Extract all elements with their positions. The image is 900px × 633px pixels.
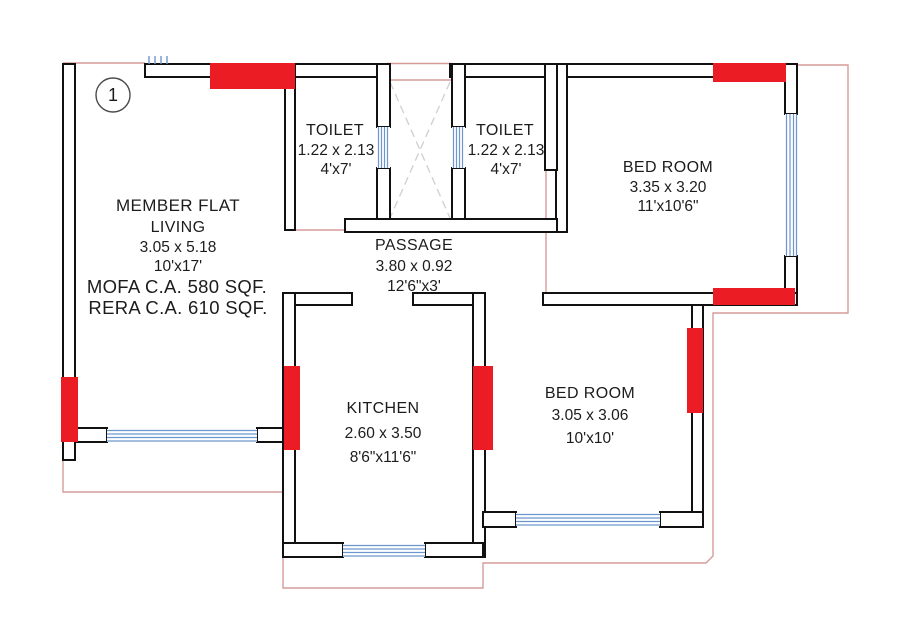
passage-dim-m: 3.80 x 0.92 [376, 258, 453, 275]
main-entrance-door-block [210, 63, 295, 89]
wall-living-south-left [74, 427, 108, 443]
shaft-diagonal [389, 81, 451, 219]
wall-bedroom1-east-upper [784, 63, 798, 115]
bedroom1-label: BED ROOM 3.35 x 3.20 11'x10'6" [623, 159, 713, 215]
toilet1-label: TOILET 1.22 x 2.13 4'x7' [298, 122, 375, 178]
passage-dim-ft: 12'6"x3' [387, 278, 441, 295]
vent-ticks-top-left [148, 56, 168, 64]
kitchen-label: KITCHEN 2.60 x 3.50 8'6"x11'6" [345, 400, 422, 466]
window-bedroom1-east [785, 114, 798, 256]
bedroom2-name: BED ROOM [545, 385, 635, 402]
wall-toilets-south [344, 218, 558, 233]
living-dim-m: 3.05 x 5.18 [140, 239, 217, 256]
bedroom2-dim-ft: 10'x10' [566, 430, 614, 447]
unit-number-text: 1 [108, 85, 118, 105]
bedroom1-ne-block [713, 63, 786, 82]
window-glass [452, 127, 465, 168]
wall-bedroom2-south-right [659, 511, 704, 528]
window-glass [516, 513, 660, 526]
unit-number-marker: 1 [95, 77, 131, 113]
wall-kitchen-south-left [282, 542, 344, 558]
toilet1-dim-ft: 4'x7' [321, 161, 352, 178]
toilet2-dim-ft: 4'x7' [491, 161, 522, 178]
window-toilet2-shaft [452, 127, 465, 168]
wall-toilet2-west-upper [451, 63, 466, 128]
living-room-label: MEMBER FLAT LIVING 3.05 x 5.18 10'x17' M… [87, 196, 267, 318]
window-glass [107, 429, 257, 442]
kitchen-east-block [473, 366, 493, 450]
passage-name: PASSAGE [375, 237, 453, 254]
kitchen-name: KITCHEN [346, 400, 419, 417]
window-glass [377, 127, 390, 168]
toilet2-name: TOILET [476, 122, 534, 139]
window-toilet1-shaft [377, 127, 390, 168]
toilet2-dim-m: 1.22 x 2.13 [468, 142, 545, 159]
duct-shaft-cross [389, 81, 451, 219]
window-bedroom2-south [516, 513, 660, 526]
bedroom2-dim-m: 3.05 x 3.06 [552, 407, 629, 424]
toilet1-name: TOILET [306, 122, 364, 139]
bedroom1-se-block [713, 288, 795, 305]
bedroom2-east-block [687, 328, 703, 413]
bedroom1-dim-ft: 11'x10'6" [637, 198, 698, 215]
bedroom2-label: BED ROOM 3.05 x 3.06 10'x10' [545, 385, 635, 447]
windows [107, 56, 798, 557]
kitchen-west-block [284, 366, 300, 450]
wall-toilet2-west-lower [451, 167, 466, 221]
shaft-diagonal [389, 81, 451, 219]
window-living-south [107, 429, 257, 442]
bedroom1-name: BED ROOM [623, 159, 713, 176]
passage-label: PASSAGE 3.80 x 0.92 12'6"x3' [375, 237, 453, 295]
living-name: LIVING [151, 219, 206, 236]
wall-toilet1-east-upper [376, 63, 391, 128]
wall-living-west [62, 63, 76, 461]
wall-living-south-right [256, 427, 284, 443]
toilet1-dim-m: 1.22 x 2.13 [298, 142, 375, 159]
unit-number-circle [95, 77, 131, 113]
wall-toilet2-east [544, 63, 558, 171]
toilet2-label: TOILET 1.22 x 2.13 4'x7' [468, 122, 545, 178]
kitchen-dim-m: 2.60 x 3.50 [345, 425, 422, 442]
door-blocks [61, 63, 795, 450]
kitchen-dim-ft: 8'6"x11'6" [350, 449, 417, 466]
setback-outline-path [62, 64, 849, 589]
wall-bedroom2-south-left [482, 511, 517, 528]
member-flat-title: MEMBER FLAT [116, 196, 240, 215]
mofa-area-text: MOFA C.A. 580 SQF. [87, 276, 267, 297]
window-kitchen-south [343, 544, 425, 557]
window-glass [343, 544, 425, 557]
wall-kitchen-south-right [424, 542, 484, 558]
rera-area-text: RERA C.A. 610 SQF. [88, 297, 267, 318]
living-dim-ft: 10'x17' [154, 258, 202, 275]
living-west-block [61, 377, 78, 442]
bedroom1-dim-m: 3.35 x 3.20 [630, 179, 707, 196]
